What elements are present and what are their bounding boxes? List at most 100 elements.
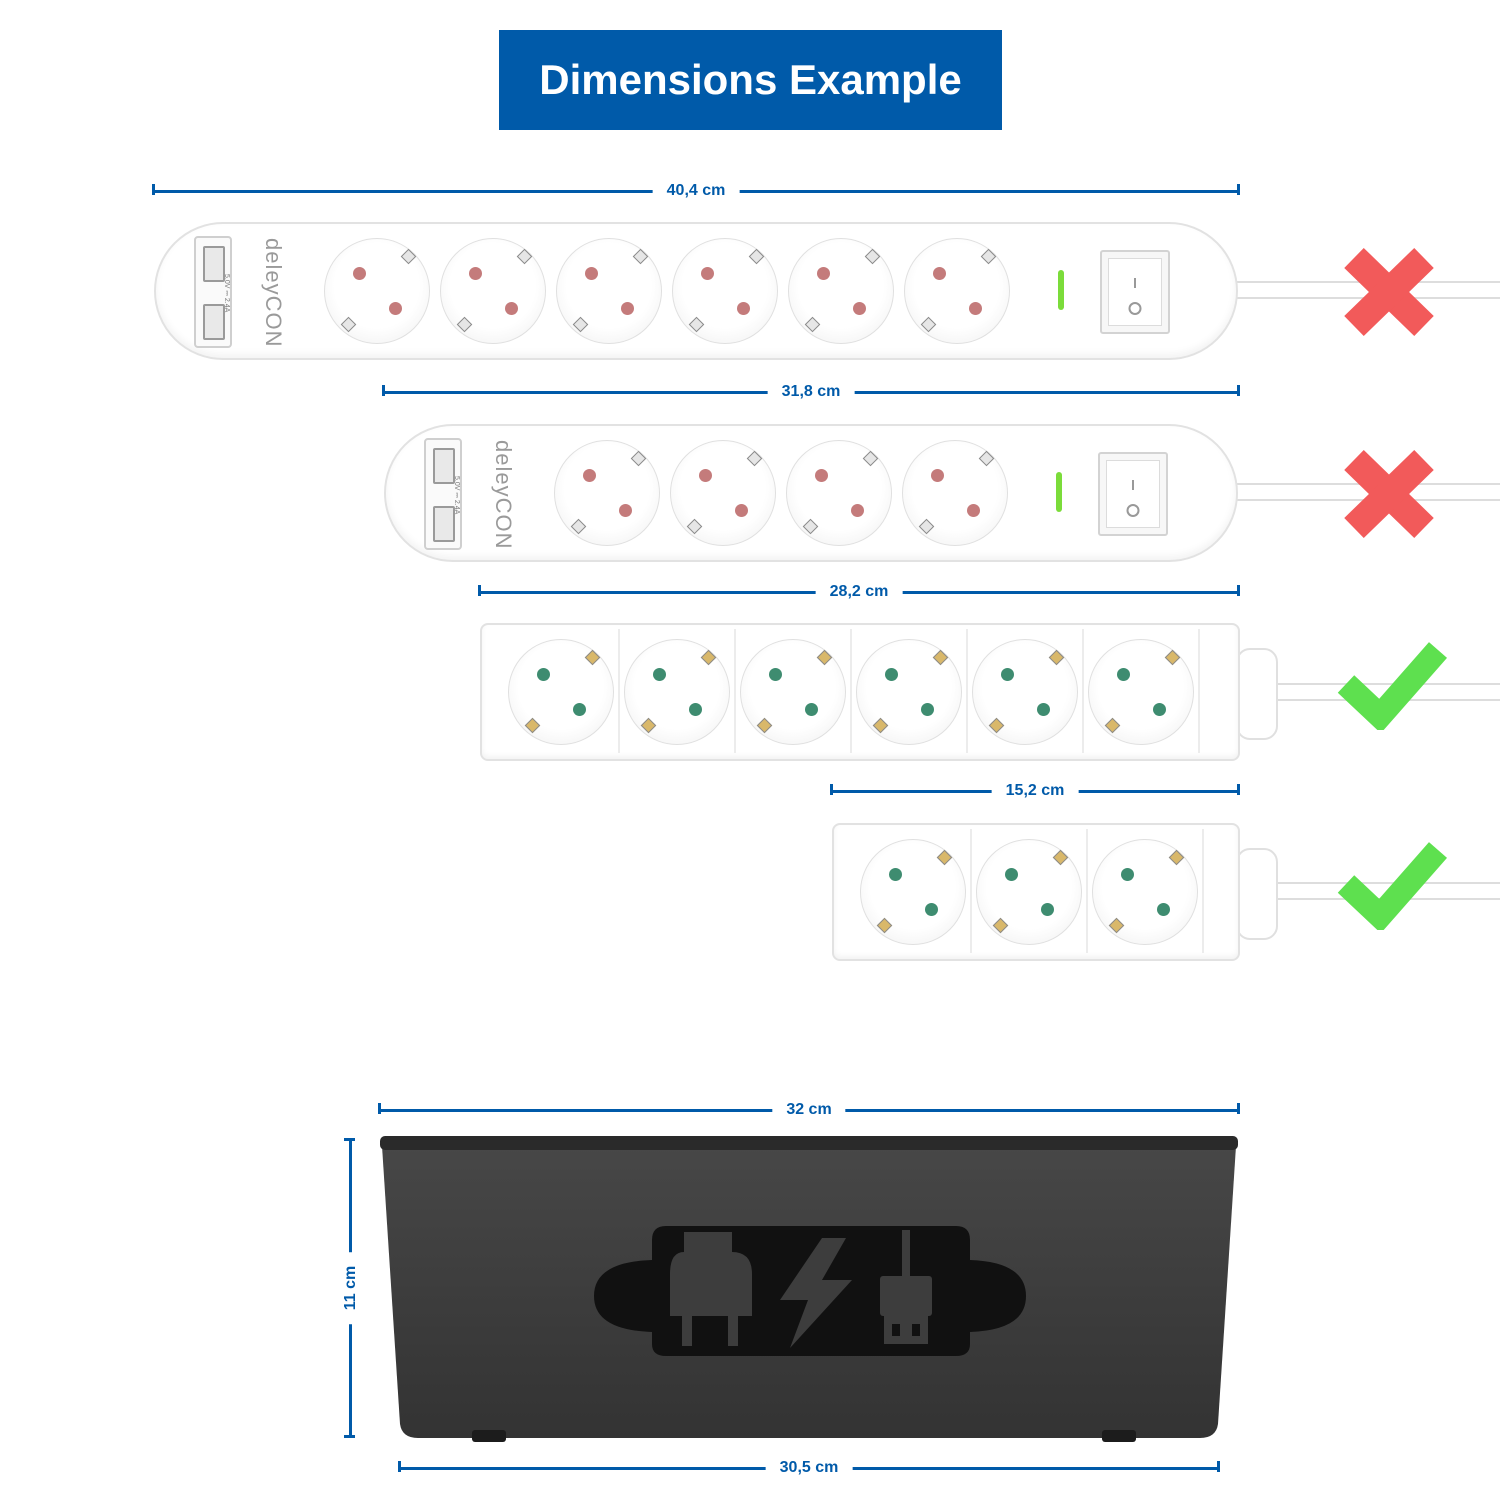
socket-cell (1088, 829, 1204, 953)
usb-rating: 5.0V ⎓ 2.4A (453, 476, 460, 515)
socket-pin (817, 267, 830, 280)
socket-pin (619, 504, 632, 517)
earth-clip (746, 450, 763, 467)
dimension-label: 30,5 cm (765, 1458, 853, 1478)
dimension-label: 40,4 cm (652, 181, 740, 201)
usb-plug-icon (880, 1230, 932, 1344)
usb-port-icon (433, 506, 455, 542)
dimension-strip-3: 28,2 cm (478, 582, 1240, 602)
power-strip-3 (480, 623, 1240, 761)
socket-pin (699, 469, 712, 482)
earth-clip (686, 518, 703, 535)
earth-clip (748, 248, 765, 265)
socket-outlet (972, 639, 1078, 745)
power-strip-4 (832, 823, 1240, 961)
socket-pin (1041, 903, 1054, 916)
dimension-box-bottom: 30,5 cm (398, 1458, 1220, 1478)
earth-clip (516, 248, 533, 265)
earth-clip (400, 248, 417, 265)
socket-pin (931, 469, 944, 482)
earth-clip (1108, 917, 1125, 934)
dimension-label: 32 cm (772, 1100, 846, 1120)
socket-pin (1157, 903, 1170, 916)
socket-pin (701, 267, 714, 280)
earth-clip (920, 316, 937, 333)
socket-pin (851, 504, 864, 517)
socket-pin (585, 267, 598, 280)
socket-cell (972, 829, 1088, 953)
socket-outlet (556, 238, 662, 344)
socket-pin (735, 504, 748, 517)
socket-pin (469, 267, 482, 280)
socket-pin (537, 668, 550, 681)
earth-clip (524, 717, 541, 734)
socket-outlet (976, 839, 1082, 945)
socket-pin (885, 668, 898, 681)
brand-logo: deleyCON (261, 238, 286, 348)
power-switch (1098, 452, 1168, 536)
earth-clip (632, 248, 649, 265)
socket-cell (620, 629, 736, 753)
socket-cell (968, 629, 1084, 753)
socket-outlet (902, 440, 1008, 546)
socket-cell (504, 629, 620, 753)
socket-outlet (740, 639, 846, 745)
earth-clip (872, 717, 889, 734)
socket-cell (736, 629, 852, 753)
earth-clip (980, 248, 997, 265)
power-led (1058, 270, 1064, 310)
socket-outlet (324, 238, 430, 344)
earth-clip (456, 316, 473, 333)
socket-outlet (440, 238, 546, 344)
usb-rating: 5.0V ⎓ 2.4A (223, 274, 230, 313)
page-title: Dimensions Example (499, 30, 1002, 130)
socket-outlet (1092, 839, 1198, 945)
earth-clip (992, 917, 1009, 934)
socket-pin (583, 469, 596, 482)
power-switch (1100, 250, 1170, 334)
socket-pin (969, 302, 982, 315)
socket-pin (815, 469, 828, 482)
socket-cell (1084, 629, 1200, 753)
socket-pin (389, 302, 402, 315)
earth-clip (802, 518, 819, 535)
socket-pin (921, 703, 934, 716)
earth-clip (340, 316, 357, 333)
earth-clip (1104, 717, 1121, 734)
box-lid (380, 1136, 1238, 1150)
earth-clip (862, 450, 879, 467)
socket-outlet (786, 440, 892, 546)
socket-outlet (856, 639, 962, 745)
check-icon (1337, 842, 1448, 930)
socket-outlet (624, 639, 730, 745)
socket-outlet (1088, 639, 1194, 745)
cross-icon (1344, 449, 1434, 539)
dimension-label: 28,2 cm (815, 582, 903, 602)
power-strip-2: 5.0V ⎓ 2.4A deleyCON (384, 424, 1238, 562)
plug-icon (670, 1232, 752, 1346)
socket-cell (856, 829, 972, 953)
socket-pin (1037, 703, 1050, 716)
socket-pin (505, 302, 518, 315)
socket-pin (933, 267, 946, 280)
dimension-box-top: 32 cm (378, 1100, 1240, 1120)
socket-pin (621, 302, 634, 315)
earth-clip (756, 717, 773, 734)
earth-clip (864, 248, 881, 265)
socket-outlet (670, 440, 776, 546)
power-led (1056, 472, 1062, 512)
usb-panel (194, 236, 232, 348)
usb-port-icon (203, 246, 225, 282)
socket-pin (689, 703, 702, 716)
earth-clip (688, 316, 705, 333)
socket-pin (737, 302, 750, 315)
dimension-strip-2: 31,8 cm (382, 382, 1240, 402)
socket-pin (1121, 868, 1134, 881)
dimension-box-height: 11 cm (341, 1138, 365, 1438)
socket-pin (353, 267, 366, 280)
earth-clip (918, 518, 935, 535)
brand-logo: deleyCON (491, 440, 516, 550)
socket-outlet (508, 639, 614, 745)
power-strip-1: 5.0V ⎓ 2.4A deleyCON (154, 222, 1238, 360)
socket-outlet (904, 238, 1010, 344)
